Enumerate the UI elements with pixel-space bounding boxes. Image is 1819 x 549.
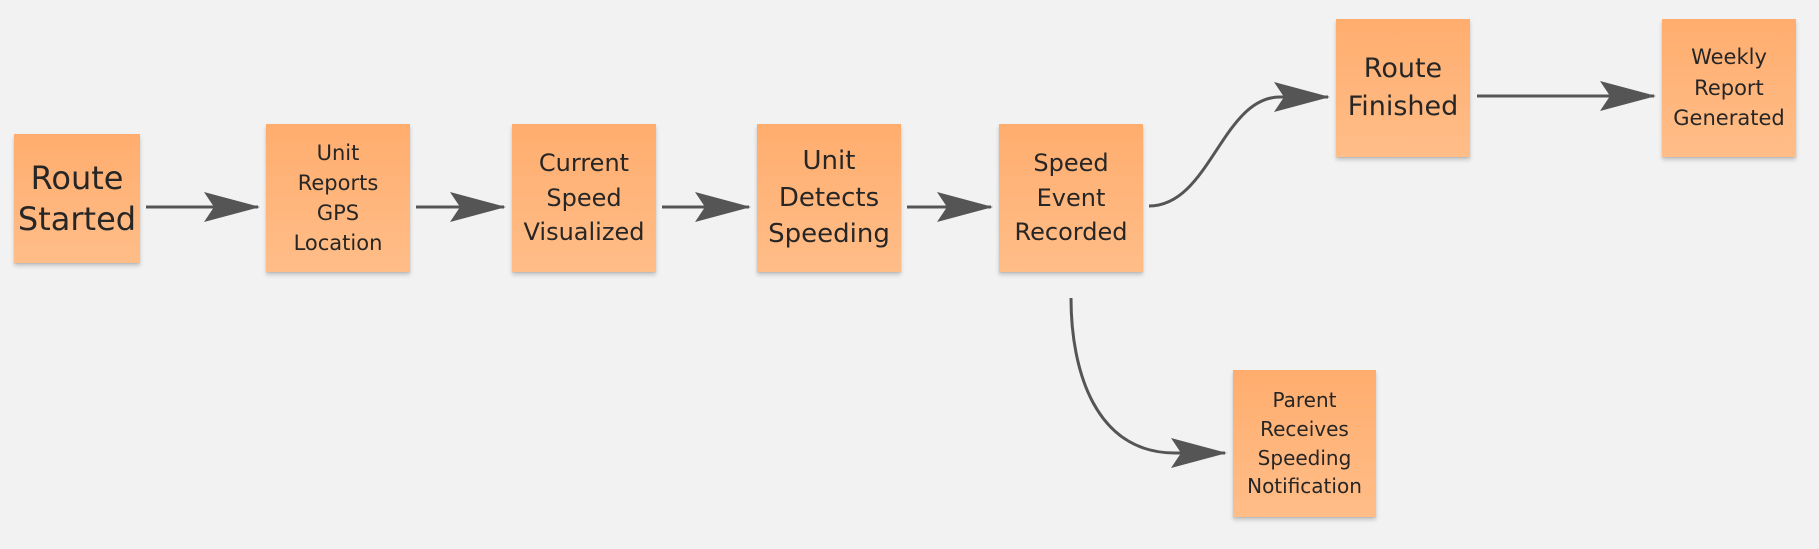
connector-speed-event-to-route-finished[interactable] — [1148, 82, 1330, 208]
sticky-note-text: Unit Reports GPS Location — [293, 140, 383, 256]
connector-speed-event-to-parent-notification[interactable] — [1069, 297, 1227, 468]
sticky-note-route-started[interactable]: Route Started — [14, 134, 140, 263]
sticky-note-parent-receives-notification[interactable]: Parent Receives Speeding Notification — [1233, 370, 1376, 517]
sticky-note-unit-reports-gps-location[interactable]: Unit Reports GPS Location — [266, 124, 410, 272]
sticky-note-unit-detects-speeding[interactable]: Unit Detects Speeding — [757, 124, 901, 272]
sticky-note-text: Unit Detects Speeding — [768, 146, 890, 250]
sticky-note-text: Route Finished — [1347, 53, 1459, 122]
sticky-note-text: Route Started — [17, 158, 137, 238]
sticky-note-weekly-report-generated[interactable]: Weekly Report Generated — [1662, 19, 1796, 157]
sticky-note-speed-event-recorded[interactable]: Speed Event Recorded — [999, 124, 1143, 272]
sticky-note-current-speed-visualized[interactable]: Current Speed Visualized — [512, 124, 656, 272]
sticky-note-route-finished[interactable]: Route Finished — [1336, 19, 1470, 157]
sticky-note-text: Parent Receives Speeding Notification — [1247, 388, 1362, 499]
sticky-note-text: Speed Event Recorded — [1014, 148, 1128, 247]
sticky-note-text: Weekly Report Generated — [1673, 45, 1785, 131]
sticky-note-text: Current Speed Visualized — [523, 148, 645, 247]
